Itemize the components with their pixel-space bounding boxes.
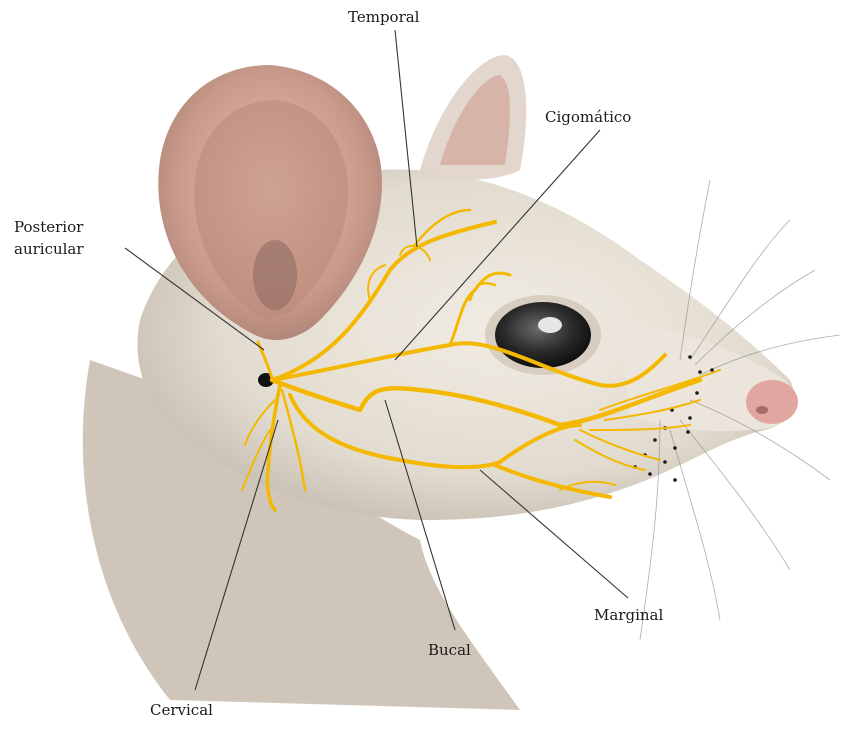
- label-cervical: Cervical: [150, 701, 213, 719]
- label-marginal: Marginal: [594, 606, 663, 624]
- eye-highlight: [538, 317, 562, 333]
- mouse-illustration: [83, 55, 840, 710]
- label-temporal: Temporal: [348, 8, 420, 26]
- nose: [746, 380, 798, 424]
- label-cigomatico: Cigomático: [545, 108, 631, 126]
- nostril: [756, 406, 768, 414]
- label-posterior-line1: Posterior: [14, 218, 84, 236]
- label-posterior-line2: auricular: [14, 240, 84, 258]
- ear-canal: [253, 240, 297, 310]
- label-bucal: Bucal: [428, 641, 471, 659]
- eye: [495, 302, 591, 368]
